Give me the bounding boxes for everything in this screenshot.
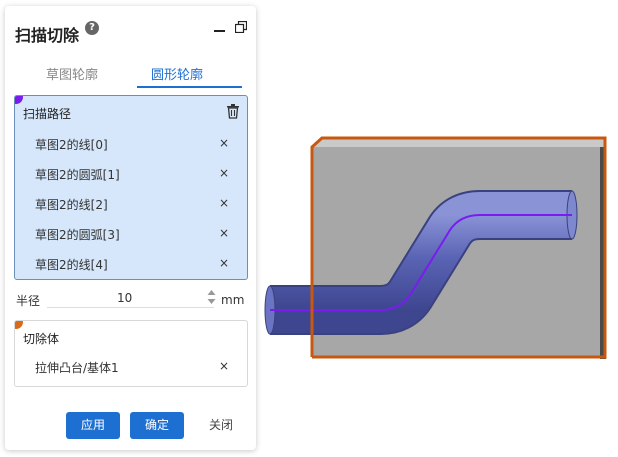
remove-item-icon[interactable]: × — [219, 256, 230, 270]
remove-item-icon[interactable]: × — [219, 196, 230, 210]
radius-unit: mm — [221, 293, 245, 307]
ok-button[interactable]: 确定 — [130, 412, 184, 439]
list-item[interactable]: 拉伸凸台/基体1 — [35, 361, 119, 375]
help-icon[interactable]: ? — [85, 21, 99, 35]
list-item[interactable]: 草图2的线[0] — [35, 138, 108, 152]
sweep-cut-dialog: 扫描切除 ? 草图轮廓 圆形轮廓 扫描路径 草图2的线[0] × 草图2的圆弧[… — [5, 6, 256, 450]
cut-body-selector[interactable]: 切除体 拉伸凸台/基体1 × — [14, 320, 248, 387]
close-button[interactable]: 关闭 — [208, 418, 233, 432]
3d-viewport[interactable] — [260, 135, 618, 375]
tab-sketch-profile[interactable]: 草图轮廓 — [45, 68, 98, 83]
remove-item-icon[interactable]: × — [219, 359, 230, 373]
apply-button[interactable]: 应用 — [66, 412, 120, 439]
minimize-icon[interactable] — [214, 30, 225, 32]
remove-item-icon[interactable]: × — [219, 226, 230, 240]
path-color-marker — [15, 96, 23, 104]
spinner-icon[interactable] — [207, 289, 216, 305]
active-tab-indicator — [137, 86, 242, 88]
list-item[interactable]: 草图2的圆弧[1] — [35, 168, 120, 182]
cut-body-label: 切除体 — [23, 332, 60, 346]
radius-label: 半径 — [16, 294, 41, 308]
list-item[interactable]: 草图2的线[2] — [35, 198, 108, 212]
radius-value[interactable]: 10 — [117, 291, 133, 305]
trash-icon[interactable] — [226, 104, 240, 119]
tab-circular-profile[interactable]: 圆形轮廓 — [150, 68, 203, 83]
sweep-path-label: 扫描路径 — [23, 107, 72, 121]
remove-item-icon[interactable]: × — [219, 166, 230, 180]
body-selection-outline — [310, 136, 607, 359]
restore-window-icon[interactable] — [235, 21, 247, 33]
radius-input[interactable] — [47, 287, 214, 308]
dialog-title: 扫描切除 — [15, 26, 80, 45]
list-item[interactable]: 草图2的线[4] — [35, 258, 108, 272]
body-color-marker — [15, 321, 23, 329]
remove-item-icon[interactable]: × — [219, 136, 230, 150]
list-item[interactable]: 草图2的圆弧[3] — [35, 228, 120, 242]
sweep-path-curve[interactable] — [270, 214, 572, 311]
sweep-path-selector[interactable]: 扫描路径 草图2的线[0] × 草图2的圆弧[1] × 草图2的线[2] × 草… — [14, 95, 248, 280]
